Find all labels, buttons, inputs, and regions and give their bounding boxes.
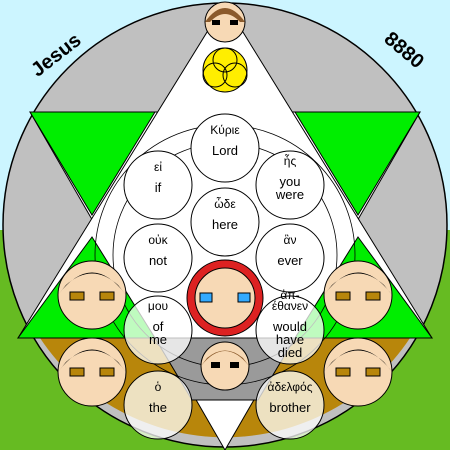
- top-face: [204, 1, 246, 43]
- word-circle: ὧδε here: [190, 187, 260, 257]
- english-word: not: [149, 253, 167, 268]
- greek-word: ἦς: [284, 154, 297, 168]
- english-word: would: [272, 319, 307, 334]
- english-word: if: [155, 180, 162, 195]
- green-triangle-left-top: [29, 111, 156, 216]
- word-circle-shape: [190, 187, 260, 257]
- bottom-face: [200, 341, 250, 391]
- greek-word: ἂν: [284, 233, 297, 247]
- english-word: died: [278, 345, 303, 360]
- word-circle-shape: [123, 295, 193, 365]
- face-left-upper: [57, 260, 127, 330]
- word-circle: ἀδελφός brother: [255, 370, 325, 440]
- word-circle-shape: [123, 223, 193, 293]
- green-triangle-right-top: [294, 111, 421, 216]
- face-left-lower: [57, 337, 127, 407]
- english-word: brother: [269, 400, 311, 415]
- word-circle-shape: [123, 370, 193, 440]
- word-circle-shape: [255, 370, 325, 440]
- english-word: Lord: [212, 143, 238, 158]
- english-word: ever: [277, 253, 303, 268]
- greek-word: μου: [148, 299, 168, 313]
- english-word: here: [212, 217, 238, 232]
- word-circle-shape: [123, 150, 193, 220]
- greek-word: Κύριε: [210, 123, 240, 137]
- word-circle: εἰ if: [123, 150, 193, 220]
- halo-icon: [202, 47, 248, 93]
- greek-word: ἀδελφός: [268, 380, 313, 394]
- word-circle-shape: [255, 223, 325, 293]
- face-right-upper: [323, 260, 393, 330]
- word-circle: οὐκ not: [123, 223, 193, 293]
- greek-word: ὧδε: [214, 196, 236, 211]
- face-right-lower: [323, 337, 393, 407]
- word-circle-shape: [255, 150, 325, 220]
- english-word: you: [280, 174, 301, 189]
- greek-word: ὁ: [155, 380, 162, 394]
- center-face: [186, 259, 264, 337]
- word-circle: ἂν ever: [255, 223, 325, 293]
- word-circle-shape: [190, 113, 260, 183]
- greek-word: ἀπ-: [280, 288, 299, 302]
- word-circle-shape: [255, 295, 325, 365]
- greek-word: οὐκ: [148, 233, 168, 247]
- greek-word: έθανεν: [272, 299, 308, 313]
- english-word: were: [275, 187, 304, 202]
- english-word: have: [276, 332, 304, 347]
- english-word: me: [149, 332, 167, 347]
- english-word: the: [149, 400, 167, 415]
- word-circle: ὁ the: [123, 370, 193, 440]
- greek-word: εἰ: [154, 160, 162, 174]
- english-word: of: [153, 319, 164, 334]
